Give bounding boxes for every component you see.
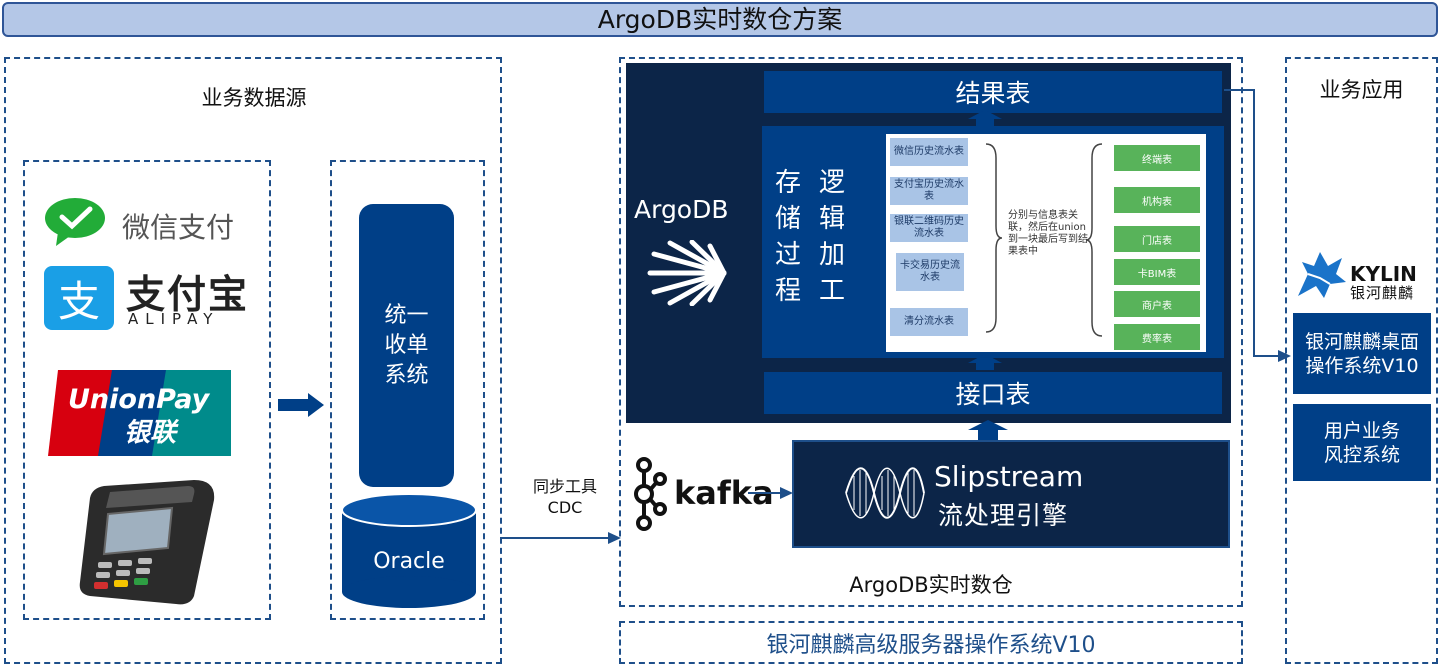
wechat-pay-logo: 微信支付 <box>44 196 284 248</box>
oracle-label: Oracle <box>373 548 445 574</box>
info-table-fee-rate: 费率表 <box>1114 324 1200 350</box>
unionpay-name: UnionPay <box>68 384 210 415</box>
warehouse-footer-label: ArgoDB实时数仓 <box>849 573 1013 597</box>
oracle-database-icon <box>341 493 477 608</box>
argodb-burst-icon <box>647 240 727 306</box>
result-to-apps-connector-icon <box>1224 89 1291 362</box>
acquiring-system-pill: 统一收单系统 <box>359 204 454 487</box>
join-note: 分别与信息表关联，然后在union到一块最后写到结果表中 <box>1008 210 1088 257</box>
right-brace-icon <box>1085 143 1103 337</box>
interface-to-procedure-arrow-icon <box>968 354 1002 372</box>
unionpay-icon <box>48 370 231 456</box>
unionpay-cn: 银联 <box>124 418 177 448</box>
payment-channels-box <box>23 160 271 620</box>
source-section <box>4 57 502 664</box>
info-table-terminal: 终端表 <box>1114 145 1200 171</box>
apps-section-title: 业务应用 <box>1319 78 1404 102</box>
left-brace-icon <box>985 143 1003 333</box>
source-table-clearing: 清分流水表 <box>890 308 968 336</box>
cdc-sync-arrow-icon <box>500 532 621 544</box>
wechat-pay-label: 微信支付 <box>122 211 235 244</box>
source-table-unionpay-qr: 银联二维码历史流水表 <box>890 214 968 242</box>
server-os-bar: 银河麒麟高级服务器操作系统V10 <box>619 621 1243 664</box>
result-table: 结果表 <box>762 69 1224 115</box>
source-table-card: 卡交易历史流水表 <box>896 253 964 291</box>
warehouse-section <box>619 57 1243 607</box>
sync-tool-line1: 同步工具 <box>532 477 597 496</box>
source-section-title: 业务数据源 <box>201 86 307 110</box>
info-table-card-bim: 卡BIM表 <box>1114 259 1200 285</box>
kafka-icon <box>634 457 667 531</box>
slipstream-desc: 流处理引擎 <box>938 501 1069 530</box>
info-table-store: 门店表 <box>1114 226 1200 252</box>
source-table-wechat: 微信历史流水表 <box>890 138 968 166</box>
wechat-icon <box>45 198 105 246</box>
alipay-name: 支付宝 <box>126 273 250 318</box>
info-table-merchant: 商户表 <box>1114 291 1200 317</box>
procedure-to-result-arrow-icon <box>968 110 1002 128</box>
pos-terminal-icon <box>79 480 215 605</box>
diagram-title: ArgoDB实时数仓方案 <box>2 2 1438 37</box>
logic-processing-label: 逻辑加工 <box>818 168 845 306</box>
alipay-logo: 支 支付宝 ALIPAY <box>44 266 254 332</box>
alipay-sub: ALIPAY <box>128 310 220 328</box>
stored-procedure-label: 存储过程 <box>774 168 801 306</box>
interface-table: 接口表 <box>762 370 1224 416</box>
slipstream-engine-block <box>792 440 1230 548</box>
info-table-organization: 机构表 <box>1114 187 1200 213</box>
slipstream-name: Slipstream <box>934 460 1084 493</box>
source-table-alipay: 支付宝历史流水表 <box>890 177 968 205</box>
kylin-logo-icon <box>1298 252 1346 298</box>
kafka-to-slipstream-arrow-icon <box>748 487 793 499</box>
kylin-logo-en: KYLIN <box>1350 262 1417 286</box>
app-risk-control-system: 用户业务风控系统 <box>1293 404 1431 481</box>
source-to-system-arrow-icon <box>278 393 324 417</box>
acquiring-system-box <box>330 160 485 620</box>
sync-tool-label: 同步工具 CDC <box>510 476 620 518</box>
kylin-logo-cn: 银河麒麟 <box>1350 284 1415 302</box>
argodb-label: ArgoDB <box>634 195 729 224</box>
sync-tool-line2: CDC <box>547 498 583 517</box>
app-kylin-desktop-os: 银河麒麟桌面操作系统V10 <box>1293 313 1431 394</box>
unionpay-logo: UnionPay 银联 <box>48 370 231 456</box>
apps-section <box>1285 57 1438 664</box>
slipstream-wave-icon <box>845 467 925 519</box>
slipstream-to-interface-arrow-icon <box>968 420 1008 440</box>
alipay-icon: 支 <box>44 266 114 330</box>
